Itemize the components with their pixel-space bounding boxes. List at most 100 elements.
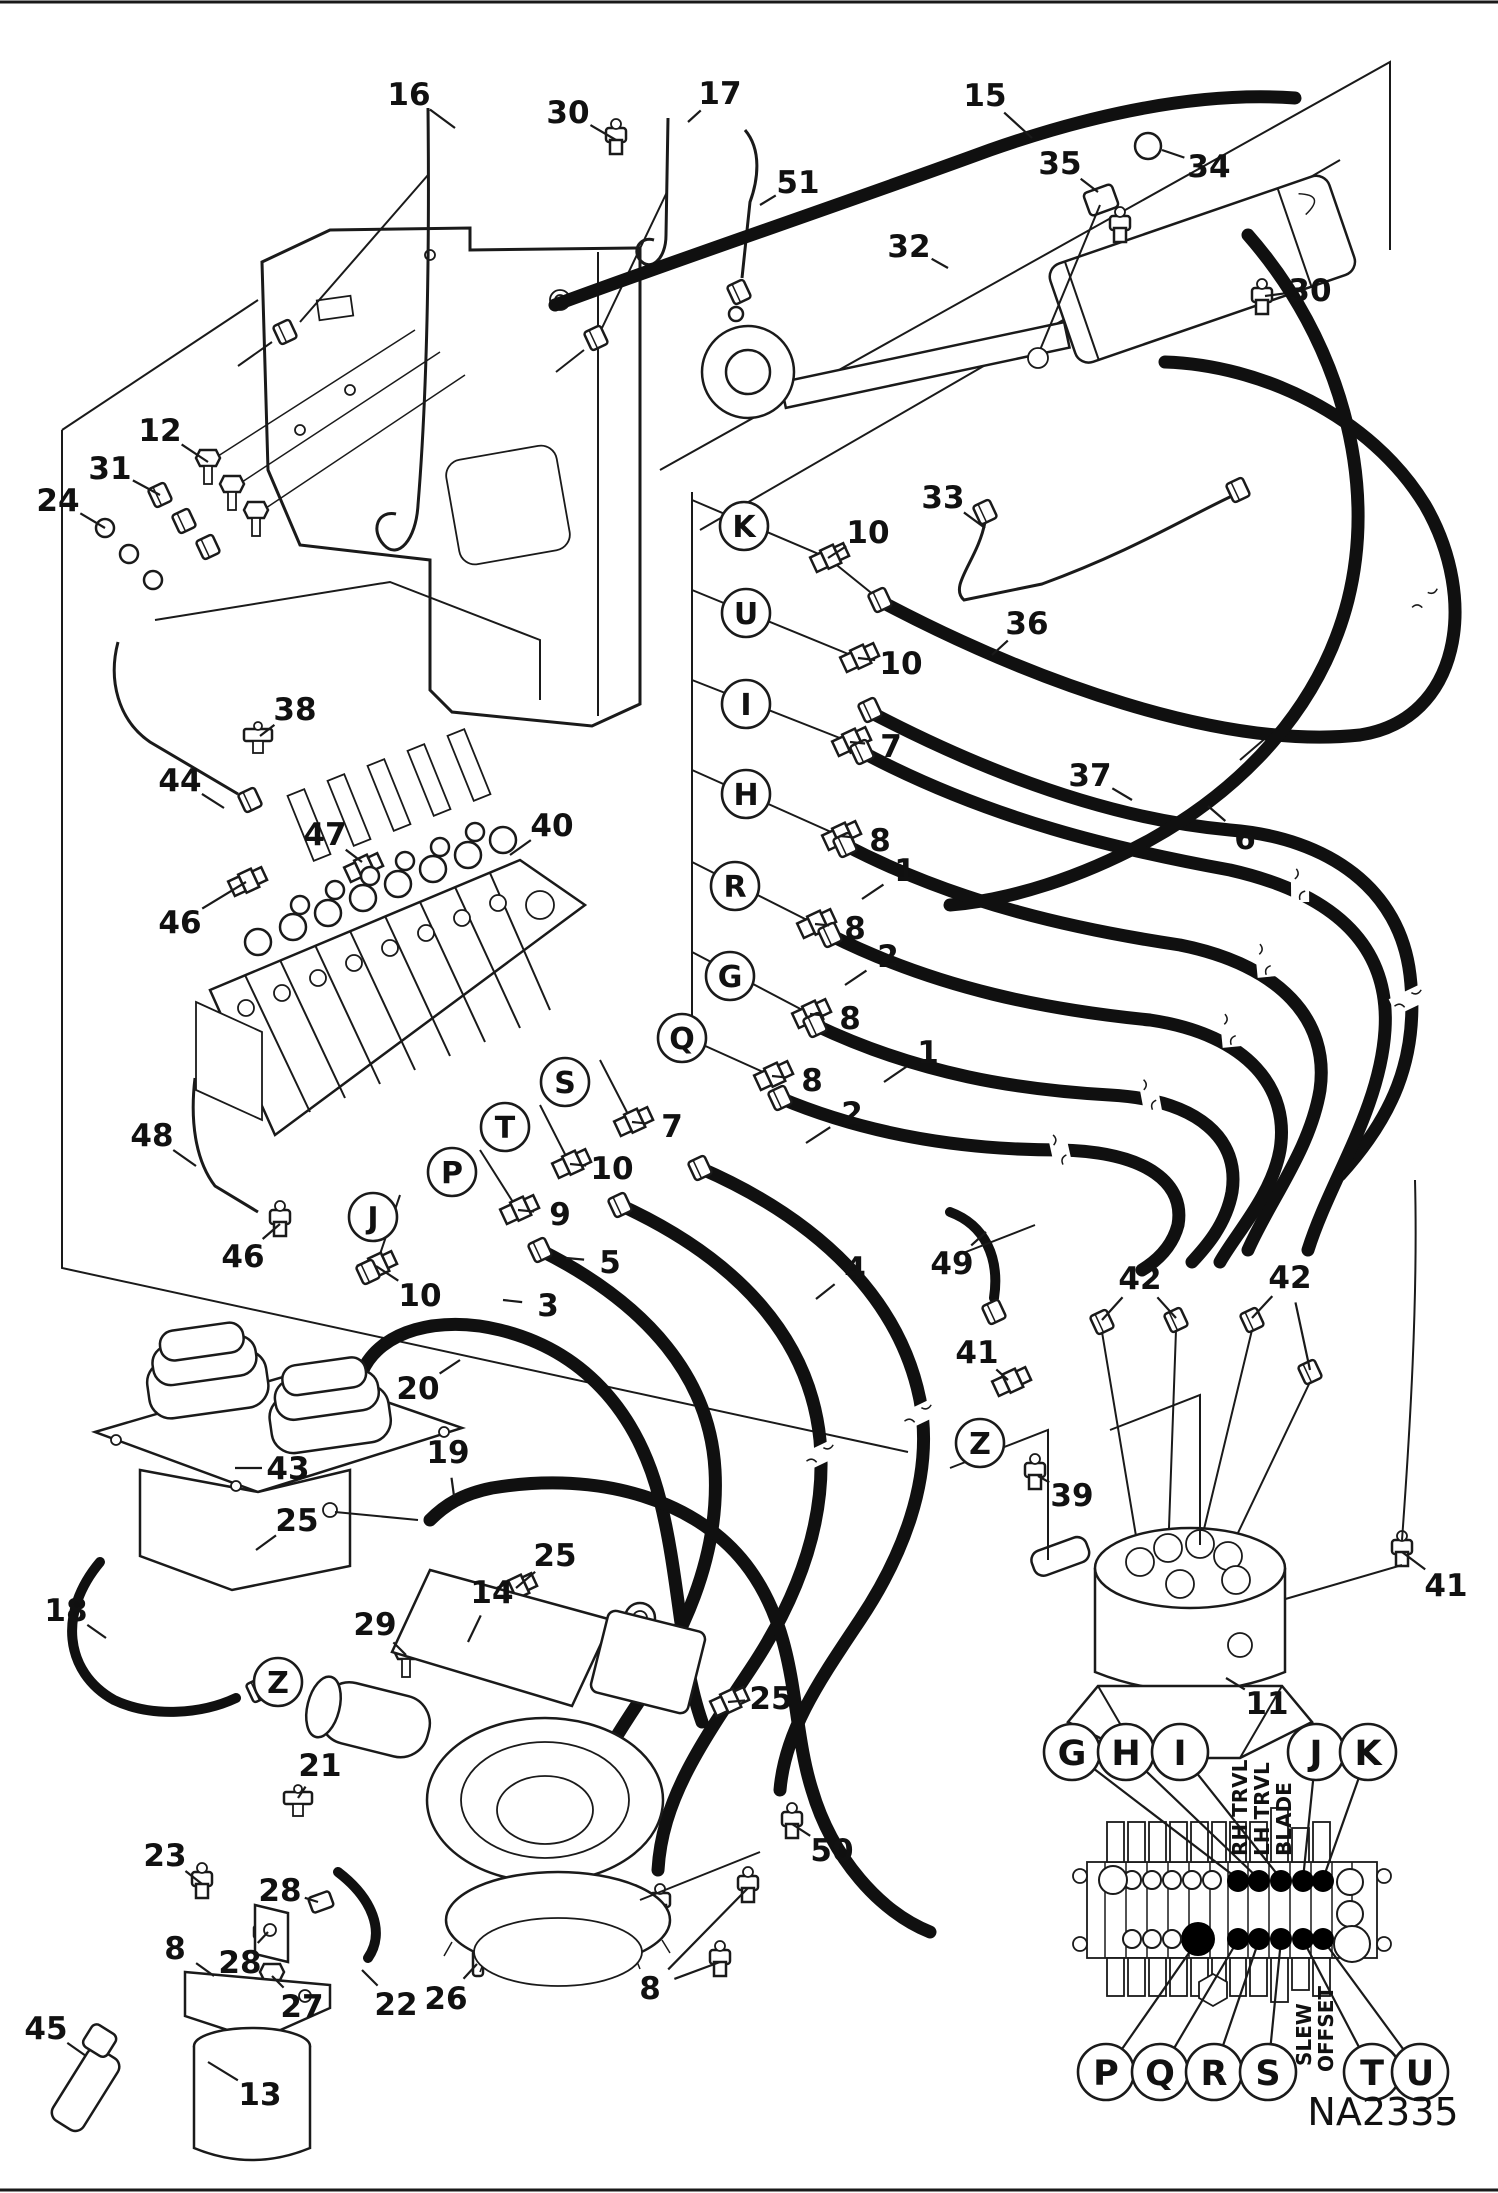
- hose-36: [875, 355, 1462, 744]
- hose-row-I: [855, 745, 1392, 1257]
- callout-19-43: 19: [426, 1435, 469, 1471]
- port-circle-G-5: [704, 950, 756, 1002]
- svg-text:J: J: [1307, 1734, 1322, 1774]
- svg-text:I: I: [1173, 1734, 1186, 1774]
- legend-port-dot-black: [1270, 1928, 1292, 1950]
- callout-45-61: 45: [24, 2011, 67, 2047]
- callout-18-46: 18: [44, 1593, 87, 1629]
- callout-34-6: 34: [1187, 149, 1230, 185]
- legend-port-dot-black: [1227, 1870, 1249, 1892]
- callout-43-44: 43: [266, 1451, 309, 1487]
- callout-8-18: 8: [869, 823, 891, 859]
- svg-text:R: R: [1201, 2054, 1228, 2094]
- callout-2-22: 2: [877, 939, 899, 975]
- callout-14-48: 14: [470, 1575, 513, 1611]
- callout-51-3: 51: [776, 165, 819, 201]
- callout-leader-lines: [66, 108, 1426, 2082]
- port-circle-S-7: [539, 1056, 591, 1108]
- port-circle-Z-11: [252, 1656, 304, 1708]
- callout-8-60: 8: [639, 1971, 661, 2007]
- port-circle-Q-6: [656, 1012, 708, 1064]
- legend-port-dot-black: [1248, 1870, 1270, 1892]
- legend-port-dot-black: [1248, 1928, 1270, 1950]
- svg-text:Z: Z: [267, 1666, 289, 1701]
- svg-text:G: G: [718, 960, 743, 995]
- pilot-controller-drawing: [91, 1321, 466, 1592]
- callout-10-32: 10: [398, 1278, 441, 1314]
- callout-8-25: 8: [801, 1063, 823, 1099]
- callout-15-4: 15: [963, 78, 1006, 114]
- legend-port-dot-black-large: [1181, 1922, 1215, 1956]
- callout-49-34: 49: [930, 1246, 973, 1282]
- callout-38-35: 38: [273, 692, 316, 728]
- port-circle-Z-12: [954, 1417, 1006, 1469]
- legend-letter-U: [1390, 2042, 1450, 2102]
- callout-29-47: 29: [353, 1607, 396, 1643]
- callout-30-1: 30: [546, 95, 589, 131]
- legend-letter-I: [1150, 1722, 1210, 1782]
- legend-port-dot-white-large: [1098, 1865, 1128, 1895]
- svg-text:J: J: [365, 1201, 378, 1236]
- hose-4: [693, 1161, 930, 1797]
- svg-text:G: G: [1058, 1734, 1087, 1774]
- figure-id-label: NA2335: [1307, 2090, 1458, 2134]
- svg-text:Q: Q: [669, 1022, 695, 1057]
- svg-text:K: K: [1354, 1734, 1383, 1774]
- legend-port-dot-white: [1202, 1870, 1222, 1890]
- callout-28-54: 28: [258, 1873, 301, 1909]
- hose-19: [423, 1476, 937, 1939]
- callout-13-62: 13: [238, 2077, 281, 2113]
- valve-bank-drawing: [195, 728, 588, 1137]
- callout-10-28: 10: [590, 1151, 633, 1187]
- oil-filter-drawing: [50, 1903, 332, 2162]
- port-circle-K-0: [718, 500, 770, 552]
- legend-port-dot-white: [1122, 1929, 1142, 1949]
- callout-25-49: 25: [533, 1538, 576, 1574]
- callout-25-50: 25: [749, 1681, 792, 1717]
- callout-4-33: 4: [844, 1251, 866, 1287]
- callout-7-16: 7: [880, 729, 902, 765]
- port-circle-I-2: [720, 678, 772, 730]
- legend-vertical-label: RH TRVL: [1228, 1759, 1252, 1856]
- legend-port-dot-white: [1182, 1870, 1202, 1890]
- callout-2-26: 2: [841, 1096, 863, 1132]
- callout-40-38: 40: [530, 808, 573, 844]
- callout-9-29: 9: [549, 1197, 571, 1233]
- callout-46-39: 46: [158, 905, 201, 941]
- callout-1-24: 1: [917, 1035, 939, 1071]
- svg-text:Q: Q: [1145, 2054, 1175, 2094]
- svg-text:S: S: [1255, 2054, 1280, 2094]
- hose-18: [67, 1557, 241, 1717]
- steel-tubes-drawing: [112, 107, 1252, 1238]
- callout-27-57: 27: [280, 1989, 323, 2025]
- callout-26-59: 26: [424, 1981, 467, 2017]
- callout-44-36: 44: [158, 763, 201, 799]
- hose-6: [943, 228, 1365, 912]
- valve-spool-cylinders: [286, 728, 492, 862]
- legend-port-dot-black: [1312, 1928, 1334, 1950]
- hose-row-R: [823, 928, 1288, 1269]
- hose-row-Q: [773, 1091, 1186, 1277]
- legend-vertical-label: BLADE: [1272, 1782, 1296, 1856]
- callout-39-66: 39: [1050, 1478, 1093, 1514]
- callout-17-2: 17: [698, 76, 741, 112]
- port-circle-R-4: [709, 860, 761, 912]
- mount-bracket-drawing: [154, 226, 642, 728]
- callout-3-31: 3: [537, 1288, 559, 1324]
- hose-row-G: [808, 1018, 1240, 1269]
- svg-text:Z: Z: [969, 1427, 991, 1462]
- swing-motor-drawing: [304, 1568, 707, 1987]
- legend-port-dot-white-right: [1336, 1900, 1364, 1928]
- legend-port-dot-white: [1162, 1929, 1182, 1949]
- callout-23-53: 23: [143, 1838, 186, 1874]
- figure-id: NA2335: [1307, 2090, 1458, 2134]
- hydraulic-cylinder-drawing: [700, 131, 1357, 420]
- legend-port-dot-white: [1142, 1870, 1162, 1890]
- callout-8-23: 8: [839, 1001, 861, 1037]
- legend-bottom-protrusions: [1106, 1957, 1331, 2008]
- callout-5-30: 5: [599, 1245, 621, 1281]
